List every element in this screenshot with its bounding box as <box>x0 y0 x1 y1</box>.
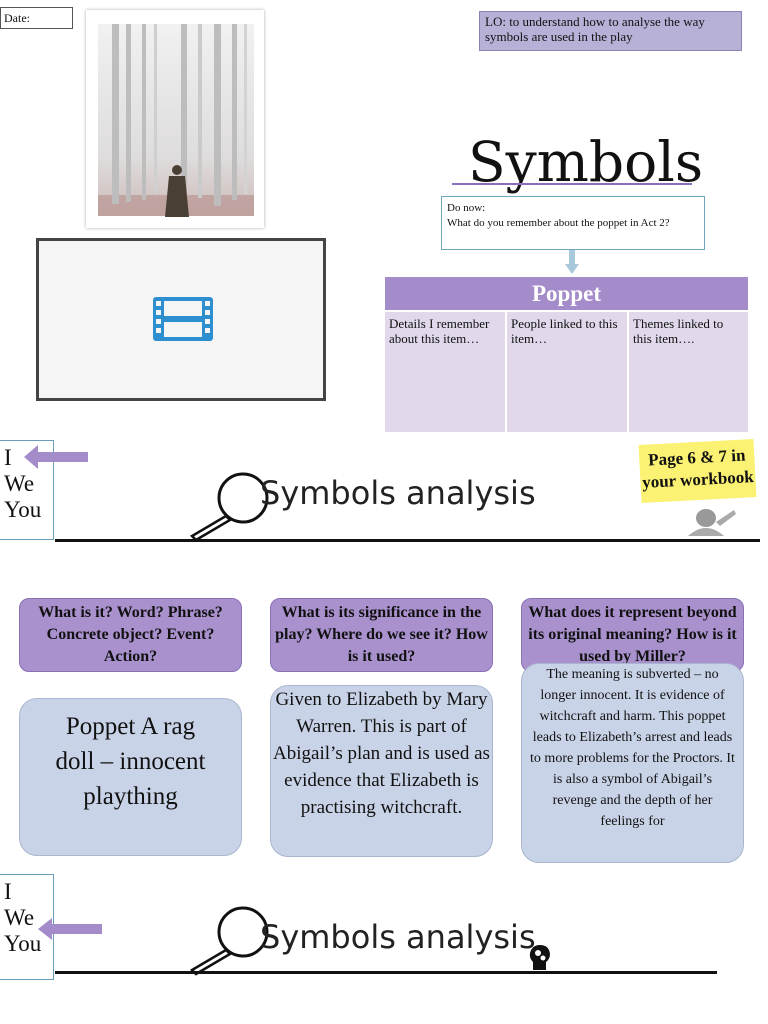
iwe-label-i: I <box>4 445 12 470</box>
analysis-title: Symbols analysis <box>260 474 536 512</box>
i-we-you-panel: I We You <box>0 440 54 540</box>
magnifier-icon <box>189 906 269 976</box>
arrow-down-icon <box>565 250 579 274</box>
head-gears-icon <box>529 945 550 970</box>
workbook-sticky-note: Page 6 & 7 in your workbook <box>638 439 757 503</box>
analysis-title: Symbols analysis <box>260 918 536 956</box>
iwe-label-we: We <box>4 905 35 930</box>
poppet-table-title: Poppet <box>385 277 748 310</box>
iwe-label-we: We <box>4 471 35 496</box>
i-we-you-panel-2: I We You <box>0 874 54 980</box>
video-player[interactable] <box>36 238 326 401</box>
poppet-column-themes: Themes linked to this item…. <box>629 312 748 432</box>
question-representation: What does it represent beyond its origin… <box>521 598 744 672</box>
do-now-box: Do now: What do you remember about the p… <box>441 196 705 250</box>
question-significance: What is its significance in the play? Wh… <box>270 598 493 672</box>
do-now-heading: Do now: <box>447 202 486 214</box>
iwe-label-you: You <box>4 931 42 956</box>
film-icon <box>153 297 213 341</box>
banner-underline <box>55 971 717 974</box>
iwe-label-you: You <box>4 497 42 522</box>
forest-photo <box>86 10 264 228</box>
thinking-figure-icon <box>688 509 736 536</box>
date-field: Date: <box>0 7 73 29</box>
arrow-left-icon <box>24 445 88 469</box>
question-what-is-it: What is it? Word? Phrase? Concrete objec… <box>19 598 242 672</box>
poppet-column-people: People linked to this item… <box>507 312 627 432</box>
do-now-question: What do you remember about the poppet in… <box>447 217 670 229</box>
learning-objective: LO: to understand how to analyse the way… <box>479 11 742 51</box>
poppet-column-details: Details I remember about this item… <box>385 312 505 432</box>
answer-representation: The meaning is subverted – no longer inn… <box>521 663 744 863</box>
banner-underline <box>55 539 760 542</box>
answer-significance: Given to Elizabeth by Mary Warren. This … <box>270 685 493 857</box>
arrow-left-icon <box>38 918 102 940</box>
title-underline <box>452 183 692 185</box>
iwe-label-i: I <box>4 879 12 904</box>
answer-what-is-it: Poppet A rag doll – innocent plaything <box>19 698 242 856</box>
